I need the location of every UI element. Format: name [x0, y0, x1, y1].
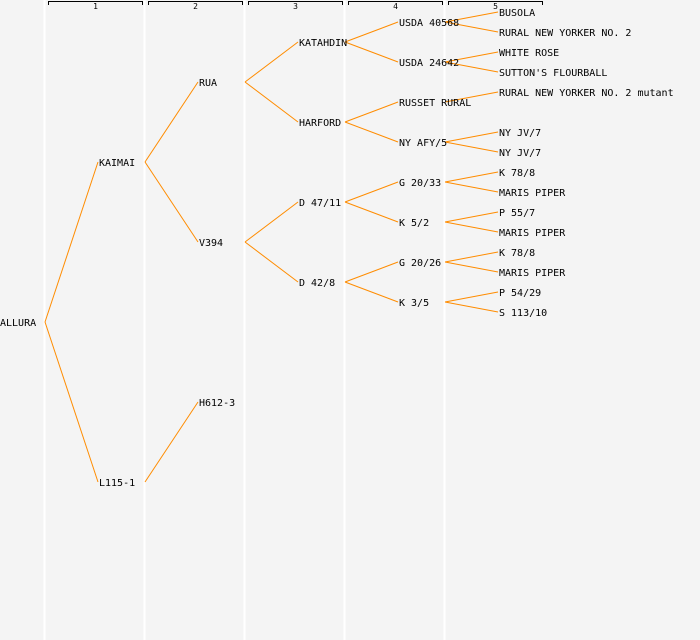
pedigree-link: [444, 221, 499, 233]
pedigree-node: D 42/8: [299, 278, 335, 289]
pedigree-node: RURAL NEW YORKER NO. 2: [499, 28, 631, 39]
pedigree-link: [344, 21, 399, 43]
pedigree-node: D 47/11: [299, 198, 341, 209]
column-bracket: [48, 1, 143, 5]
pedigree-node: K 78/8: [499, 248, 535, 259]
column-bracket: [248, 1, 343, 5]
pedigree-link: [444, 171, 499, 183]
pedigree-link: [444, 11, 499, 23]
pedigree-link: [444, 131, 499, 143]
pedigree-node: KATAHDIN: [299, 38, 347, 49]
pedigree-link: [44, 161, 99, 323]
pedigree-node: K 5/2: [399, 218, 429, 229]
column-header: 2: [193, 2, 198, 11]
pedigree-node: S 113/10: [499, 308, 547, 319]
pedigree-link: [244, 201, 299, 243]
pedigree-link: [144, 81, 199, 163]
pedigree-node: USDA 40568: [399, 18, 459, 29]
pedigree-link: [444, 21, 499, 33]
pedigree-link: [144, 161, 199, 243]
pedigree-node: MARIS PIPER: [499, 228, 566, 239]
pedigree-node: ALLURA: [0, 318, 36, 329]
pedigree-link: [244, 241, 299, 283]
pedigree-node: NY JV/7: [499, 148, 541, 159]
pedigree-link: [444, 91, 499, 103]
pedigree-node: MARIS PIPER: [499, 188, 566, 199]
pedigree-node: RURAL NEW YORKER NO. 2 mutant: [499, 88, 674, 99]
pedigree-link: [444, 291, 499, 303]
pedigree-node: P 55/7: [499, 208, 535, 219]
pedigree-node: MARIS PIPER: [499, 268, 566, 279]
pedigree-node: BUSOLA: [499, 8, 535, 19]
pedigree-link: [244, 41, 299, 83]
pedigree-node: RUA: [199, 78, 217, 89]
pedigree-link: [444, 261, 499, 273]
pedigree-link: [444, 301, 499, 313]
pedigree-node: KAIMAI: [99, 158, 135, 169]
column-bracket: [348, 1, 443, 5]
pedigree-link: [344, 181, 399, 203]
pedigree-node: G 20/26: [399, 258, 441, 269]
pedigree-link: [344, 281, 399, 303]
column-bracket: [448, 1, 543, 5]
pedigree-link: [344, 41, 399, 63]
pedigree-node: RUSSET RURAL: [399, 98, 471, 109]
pedigree-link: [444, 181, 499, 193]
pedigree-node: SUTTON'S FLOURBALL: [499, 68, 607, 79]
pedigree-node: WHITE ROSE: [499, 48, 559, 59]
pedigree-link: [244, 81, 299, 123]
pedigree-link: [444, 141, 499, 153]
pedigree-link: [344, 201, 399, 223]
pedigree-node: USDA 24642: [399, 58, 459, 69]
column-bracket: [148, 1, 243, 5]
pedigree-node: P 54/29: [499, 288, 541, 299]
pedigree-link: [444, 251, 499, 263]
column-header: 5: [493, 2, 498, 11]
pedigree-link: [444, 61, 499, 73]
pedigree-link: [344, 261, 399, 283]
pedigree-node: K 3/5: [399, 298, 429, 309]
pedigree-link: [444, 211, 499, 223]
pedigree-node: HARFORD: [299, 118, 341, 129]
pedigree-link: [344, 121, 399, 143]
pedigree-link: [44, 321, 99, 483]
pedigree-link: [144, 401, 199, 483]
pedigree-link: [344, 101, 399, 123]
pedigree-node: NY JV/7: [499, 128, 541, 139]
pedigree-node: H612-3: [199, 398, 235, 409]
pedigree-node: NY AFY/5: [399, 138, 447, 149]
column-header: 4: [393, 2, 398, 11]
column-header: 3: [293, 2, 298, 11]
pedigree-node: K 78/8: [499, 168, 535, 179]
column-header: 1: [93, 2, 98, 11]
pedigree-node: L115-1: [99, 478, 135, 489]
pedigree-link: [444, 51, 499, 63]
pedigree-node: G 20/33: [399, 178, 441, 189]
pedigree-node: V394: [199, 238, 223, 249]
